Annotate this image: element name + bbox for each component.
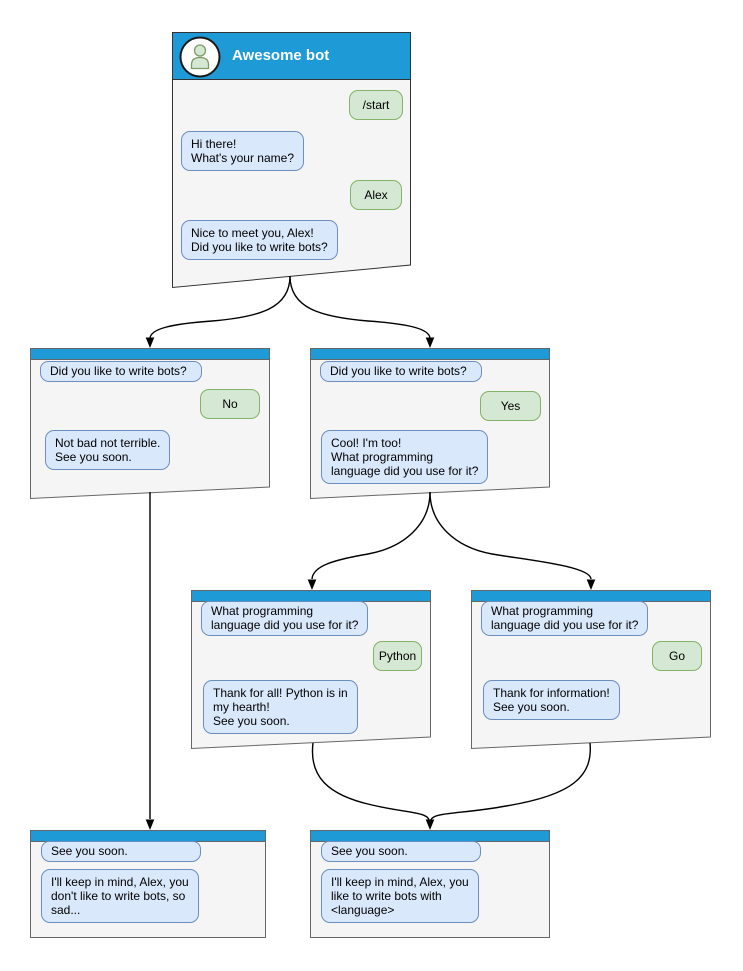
chat-window-end-no: See you soon. I'll keep in mind, Alex, y…: [30, 830, 266, 938]
bot-message-bubble: See you soon.: [41, 841, 201, 862]
person-icon: [190, 44, 210, 70]
chat-window-go-branch: What programming language did you use fo…: [471, 590, 711, 749]
arrowhead-to-no-branch: [145, 337, 155, 348]
arrowhead-to-go-branch: [586, 579, 596, 590]
arrowhead-to-end-no: [145, 819, 155, 830]
bot-message-bubble: Nice to meet you, Alex! Did you like to …: [181, 220, 338, 260]
user-message-bubble: Go: [652, 641, 702, 671]
bot-message-bubble: I'll keep in mind, Alex, you don't like …: [41, 869, 199, 923]
edge-root-to-yes-branch: [289, 275, 431, 339]
edge-yes-branch-to-python: [311, 491, 431, 580]
chat-window-end-yes: See you soon. I'll keep in mind, Alex, y…: [310, 830, 550, 938]
arrowhead-to-yes-branch: [425, 337, 435, 348]
bot-message-bubble: Cool! I'm too! What programming language…: [321, 430, 489, 484]
bot-message-bubble: Did you like to write bots?: [320, 361, 482, 382]
bot-message-bubble: What programming language did you use fo…: [201, 601, 369, 636]
bot-avatar: [179, 36, 221, 78]
edge-go-to-end-yes: [430, 742, 591, 821]
bot-name-title: Awesome bot: [232, 47, 330, 64]
arrowhead-to-python-branch: [307, 579, 317, 590]
bot-message-bubble: Not bad not terrible. See you soon.: [45, 430, 171, 470]
arrowhead-to-end-yes: [425, 819, 435, 830]
bot-message-bubble: I'll keep in mind, Alex, you like to wri…: [321, 869, 479, 923]
chat-window-python-branch: What programming language did you use fo…: [191, 590, 431, 749]
window-titlebar-no-branch: [30, 348, 270, 360]
bot-message-bubble: See you soon.: [321, 841, 481, 862]
edge-yes-branch-to-go: [429, 491, 592, 580]
root-titlebar-content: Awesome bot: [172, 32, 411, 79]
bot-message-bubble: Hi there! What's your name?: [181, 131, 305, 171]
user-message-bubble: Yes: [480, 391, 541, 421]
edge-root-to-no-branch: [149, 275, 291, 339]
bot-message-bubble: Did you like to write bots?: [40, 361, 202, 382]
bot-message-bubble: Thank for information! See you soon.: [483, 680, 620, 720]
user-message-bubble: No: [200, 389, 260, 419]
bot-message-bubble: Thank for all! Python is in my hearth! S…: [203, 680, 358, 734]
user-message-bubble: /start: [349, 90, 403, 120]
chat-window-yes-branch: Did you like to write bots? Yes Cool! I'…: [310, 348, 550, 499]
edge-python-to-end-yes: [311, 742, 430, 821]
chat-window-no-branch: Did you like to write bots? No Not bad n…: [30, 348, 270, 499]
bot-message-bubble: What programming language did you use fo…: [481, 601, 649, 636]
window-titlebar-yes-branch: [310, 348, 550, 360]
chat-window-root: Awesome bot /start Hi there! What's your…: [172, 32, 411, 288]
user-message-bubble: Python: [373, 641, 422, 671]
user-message-bubble: Alex: [350, 180, 402, 210]
